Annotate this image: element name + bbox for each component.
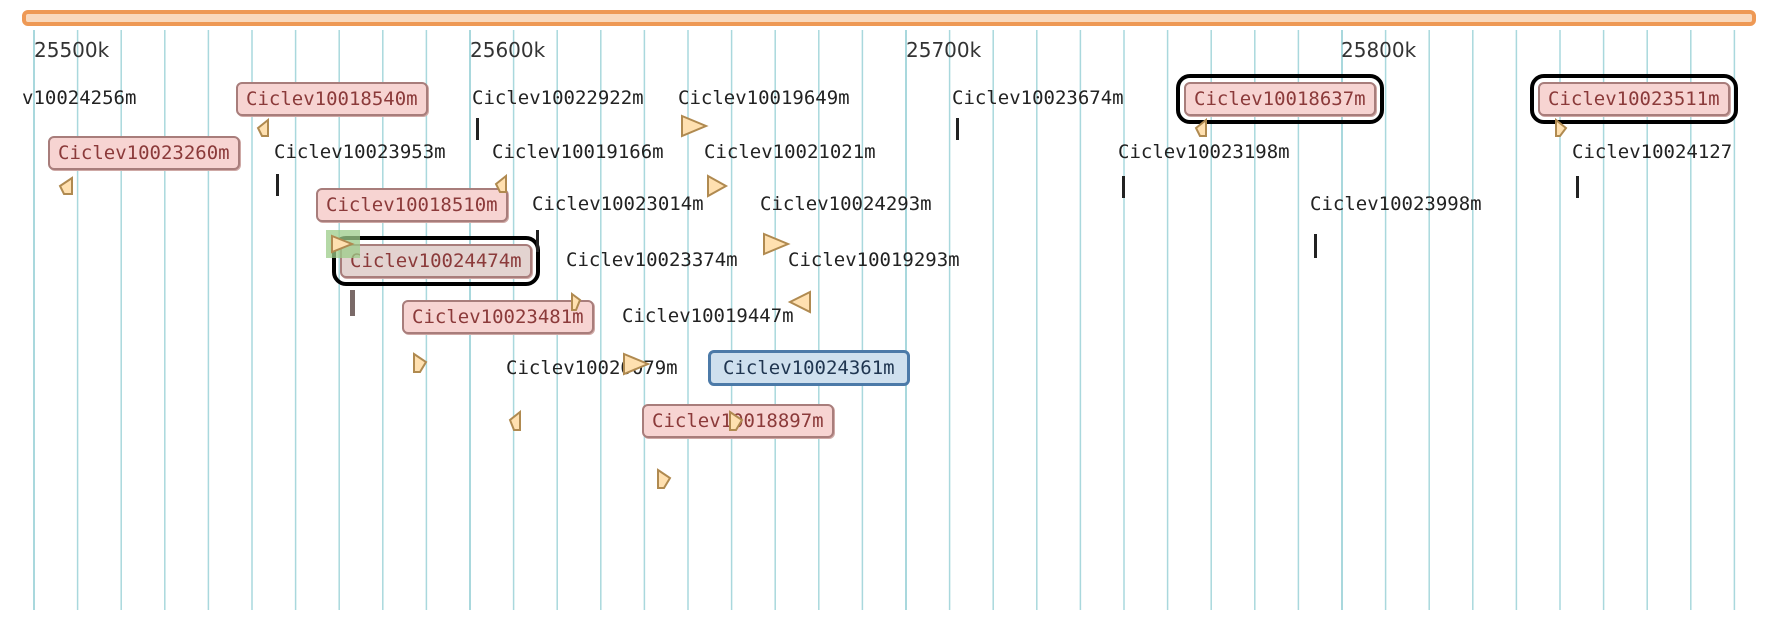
gene-label: Ciclev10019649m — [678, 87, 850, 109]
gene-label: Ciclev10018637m — [1176, 74, 1384, 124]
gene-label: Ciclev10019166m — [492, 141, 664, 163]
gene-feature[interactable]: Ciclev10023481m — [402, 300, 594, 334]
reverse-strand-arrow-icon — [787, 290, 811, 314]
gene-feature-selected[interactable]: Ciclev10024474m — [332, 236, 540, 286]
gene-label: Ciclev10022922m — [472, 87, 644, 109]
gene-feature[interactable]: Ciclev10023374m — [566, 248, 738, 272]
gene-bar-icon — [350, 290, 355, 316]
forward-strand-arrow-icon — [571, 292, 582, 311]
gene-feature[interactable]: Ciclev10018510m — [316, 188, 508, 222]
gene-feature[interactable]: Ciclev10021021m — [704, 140, 876, 164]
gene-label: Ciclev10018897m — [642, 404, 834, 438]
gene-label: Ciclev10019293m — [788, 249, 960, 271]
gene-label: Ciclev10018510m — [316, 188, 508, 222]
reverse-strand-arrow-icon — [58, 176, 73, 195]
reverse-strand-arrow-icon — [494, 173, 507, 193]
gene-label: Ciclev10024474m — [332, 236, 540, 286]
gene-feature[interactable]: Ciclev10019649m — [678, 86, 850, 110]
gene-feature[interactable]: v10024256m — [22, 86, 136, 110]
gene-label: Ciclev10023014m — [532, 193, 704, 215]
forward-strand-arrow-icon — [1555, 117, 1568, 137]
gene-label: Ciclev10023511m — [1530, 74, 1738, 124]
coordinate-tick-25700k: 25700k — [906, 38, 982, 62]
gene-label: Ciclev10024361m — [708, 350, 910, 386]
gene-feature[interactable]: Ciclev10023674m — [952, 86, 1124, 110]
forward-strand-arrow-icon — [413, 352, 428, 373]
coordinate-tick-25500k: 25500k — [34, 38, 110, 62]
gene-bar-icon — [536, 230, 539, 252]
gene-label: v10024256m — [22, 87, 137, 109]
gene-label: Ciclev10018540m — [236, 82, 428, 116]
forward-strand-arrow-icon — [657, 468, 672, 489]
gene-label: Ciclev10023998m — [1310, 193, 1482, 215]
gene-bar-icon — [276, 174, 279, 196]
gene-feature-selected[interactable]: Ciclev10018637m — [1176, 74, 1384, 124]
gene-label: Ciclev10023260m — [48, 136, 240, 170]
gene-bar-icon — [956, 118, 959, 140]
forward-strand-arrow-icon — [729, 410, 744, 431]
gene-feature[interactable]: Ciclev10024293m — [760, 192, 932, 216]
forward-strand-arrow-icon — [681, 114, 709, 138]
gene-label: Ciclev10023674m — [952, 87, 1124, 109]
gene-label: Ciclev10021021m — [704, 141, 876, 163]
forward-strand-arrow-icon — [707, 174, 729, 198]
reverse-strand-arrow-icon — [1194, 117, 1207, 137]
gene-feature[interactable]: Ciclev10019166m — [492, 140, 664, 164]
gene-feature[interactable]: Ciclev10023014m — [532, 192, 704, 216]
gene-feature[interactable]: Ciclev10023953m — [274, 140, 446, 164]
gene-bar-icon — [1314, 234, 1317, 258]
forward-strand-arrow-icon — [763, 232, 791, 256]
coordinate-tick-25800k: 25800k — [1341, 38, 1417, 62]
gene-label: Ciclev10023481m — [402, 300, 594, 334]
gene-feature[interactable]: Ciclev10019447m — [622, 304, 794, 328]
gene-label: Ciclev10024127 — [1572, 141, 1733, 163]
gene-feature[interactable]: Ciclev10018540m — [236, 82, 428, 116]
gene-label: Ciclev10019447m — [622, 305, 794, 327]
gene-feature-selected[interactable]: Ciclev10023511m — [1530, 74, 1738, 124]
forward-strand-arrow-icon — [623, 352, 651, 376]
coordinate-scale-bar[interactable] — [22, 10, 1756, 26]
gene-label: Ciclev10023953m — [274, 141, 446, 163]
gene-label: Ciclev10023374m — [566, 249, 738, 271]
reverse-strand-arrow-icon — [256, 117, 269, 137]
gene-bar-icon — [476, 118, 479, 140]
gene-bar-icon — [1122, 176, 1125, 198]
gene-feature[interactable]: Ciclev10019293m — [788, 248, 960, 272]
gene-feature[interactable]: Ciclev10023998m — [1310, 192, 1482, 216]
coordinate-tick-25600k: 25600k — [470, 38, 546, 62]
gene-feature[interactable]: Ciclev10022922m — [472, 86, 644, 110]
gene-bar-icon — [1576, 176, 1579, 198]
gene-feature[interactable]: Ciclev10018897m — [642, 404, 834, 438]
gene-feature[interactable]: Ciclev10023260m — [48, 136, 240, 170]
gene-label: Ciclev10024293m — [760, 193, 932, 215]
gene-feature[interactable]: Ciclev10023198m — [1118, 140, 1290, 164]
reverse-strand-arrow-icon — [508, 409, 521, 431]
gene-label: Ciclev10023198m — [1118, 141, 1290, 163]
forward-strand-arrow-icon — [331, 234, 355, 254]
gene-feature-focused[interactable]: Ciclev10024361m — [708, 350, 910, 386]
gene-feature[interactable]: Ciclev10024127 — [1572, 140, 1732, 164]
